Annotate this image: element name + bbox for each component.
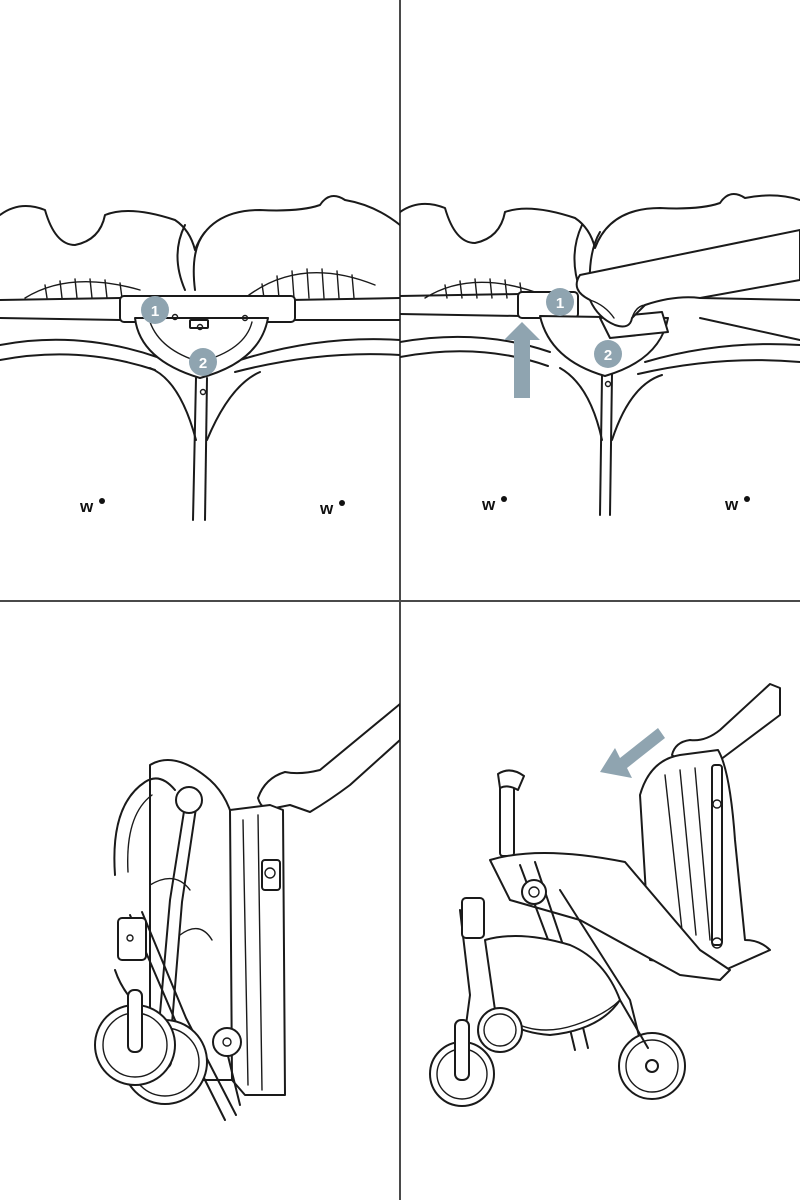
svg-text:w: w <box>724 495 739 514</box>
svg-text:2: 2 <box>604 347 612 364</box>
wheel-icon <box>477 1007 523 1053</box>
left-seat-stripes <box>44 278 123 299</box>
panel-step-4 <box>400 600 800 1200</box>
panel-step-3 <box>0 600 400 1200</box>
brand-logo-left: w <box>481 495 507 514</box>
marker-1: 1 <box>141 296 169 324</box>
lift-latch-illustration: 1 2 w w <box>400 193 800 516</box>
up-arrow-icon <box>504 322 540 398</box>
wheel-icon <box>94 989 176 1086</box>
horizontal-divider <box>0 600 800 602</box>
twin-seat-latch-illustration: 1 2 w w <box>0 195 400 521</box>
arm-and-hand-icon <box>257 703 400 820</box>
svg-text:w: w <box>79 497 94 516</box>
fold-direction-arrow-icon <box>600 728 665 778</box>
svg-text:2: 2 <box>199 355 207 372</box>
brand-logo-right: w <box>724 495 750 514</box>
wheel-icon <box>618 1032 686 1100</box>
brand-logo-left: w <box>79 497 105 516</box>
marker-2: 2 <box>594 340 622 368</box>
folded-stroller-illustration <box>94 703 400 1121</box>
svg-text:1: 1 <box>556 295 564 312</box>
panel-step-1: 1 2 w w <box>0 0 400 600</box>
svg-text:w: w <box>481 495 496 514</box>
marker-1: 1 <box>546 288 574 316</box>
hand-icon <box>575 229 800 328</box>
panel-step-2: 1 2 w w <box>400 0 800 600</box>
svg-text:1: 1 <box>151 303 159 320</box>
fold-backwards-illustration <box>429 683 781 1107</box>
svg-text:w: w <box>319 499 334 518</box>
right-seat-stripes <box>261 268 355 299</box>
marker-2: 2 <box>189 348 217 376</box>
arm-and-hand-icon <box>671 683 781 763</box>
brand-logo-right: w <box>319 499 345 518</box>
